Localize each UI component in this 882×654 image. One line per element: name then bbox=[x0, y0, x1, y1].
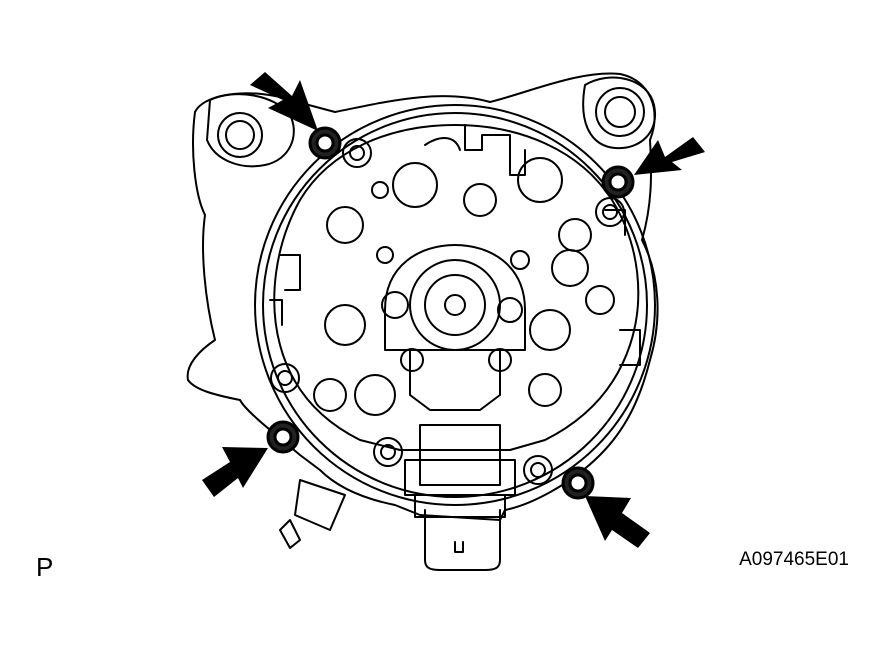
alternator-housing-outline bbox=[186, 72, 659, 521]
mounting-bolts bbox=[266, 126, 635, 500]
mounting-ear-right bbox=[582, 76, 657, 150]
b-terminal-stud bbox=[279, 479, 346, 549]
screw-right bbox=[595, 197, 625, 227]
mounting-ear-left bbox=[206, 93, 295, 168]
shaft-bearing-cover bbox=[384, 244, 526, 351]
arrow-lower-left bbox=[202, 447, 268, 497]
view-label: P bbox=[36, 552, 54, 582]
bolt-lower-right bbox=[561, 466, 595, 500]
rear-end-cover bbox=[254, 104, 656, 506]
screw-center bbox=[400, 348, 424, 372]
bolt-upper-right bbox=[601, 165, 635, 199]
screw-left bbox=[270, 363, 300, 393]
regulator-connector bbox=[404, 424, 516, 571]
arrow-upper-left bbox=[250, 72, 318, 131]
screw-center-left bbox=[373, 437, 403, 467]
screw-lower bbox=[523, 455, 553, 485]
cooling-holes bbox=[313, 157, 615, 416]
bolt-lower-left bbox=[266, 420, 300, 454]
screw-top bbox=[342, 138, 372, 168]
bolt-upper-left bbox=[308, 126, 342, 160]
diode-terminals bbox=[269, 124, 641, 366]
arrow-upper-right bbox=[634, 137, 705, 175]
arrow-lower-right bbox=[585, 496, 650, 548]
brush-holder bbox=[409, 349, 501, 411]
rectifier-plate bbox=[273, 124, 640, 451]
screws bbox=[270, 138, 625, 485]
callout-arrows bbox=[202, 72, 705, 548]
screw-center-2 bbox=[488, 348, 512, 372]
figure-code: A097465E01 bbox=[739, 549, 849, 570]
